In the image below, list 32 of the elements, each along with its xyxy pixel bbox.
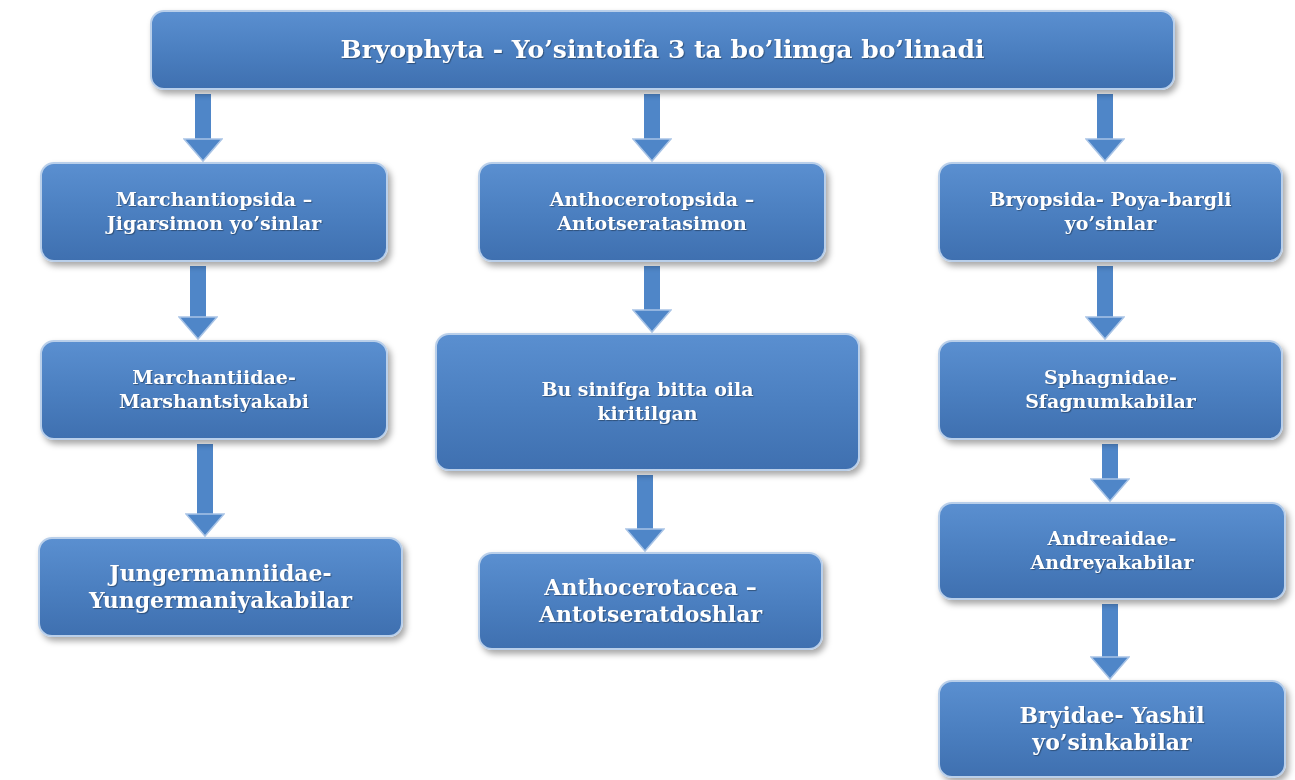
block-arrow xyxy=(625,475,665,552)
box-label: Marchantiopsida – Jigarsimon yo’sinlar xyxy=(104,188,323,236)
taxon-box xyxy=(40,340,388,440)
box-label: Bryopsida- Poya-bargli yo’sinlar xyxy=(988,188,1233,236)
box-label: Marchantiidae- Marshantsiyakabi xyxy=(118,366,310,414)
box-label: Andreaidae- Andreyakabilar xyxy=(1029,527,1195,575)
block-arrow xyxy=(1090,444,1130,502)
taxon-box xyxy=(938,340,1283,440)
box-label: Anthocerotacea – Antotseratdoshlar xyxy=(537,573,764,629)
block-arrow xyxy=(185,444,225,537)
taxon-box xyxy=(435,333,860,471)
taxon-box xyxy=(478,162,826,262)
box-label: Anthocerotopsida – Antotseratasimon xyxy=(548,188,756,236)
block-arrow xyxy=(1085,266,1125,340)
block-arrow xyxy=(632,94,672,162)
block-arrow xyxy=(1085,94,1125,162)
taxon-box xyxy=(38,537,403,637)
block-arrow xyxy=(183,94,223,162)
block-arrow xyxy=(178,266,218,340)
taxon-box xyxy=(938,162,1283,262)
box-label: Jungermanniidae- Yungermaniyakabilar xyxy=(87,559,354,615)
title-box xyxy=(150,10,1175,90)
taxon-box xyxy=(40,162,388,262)
box-label: Bu sinifga bitta oila kiritilgan xyxy=(540,378,755,426)
taxon-box xyxy=(478,552,823,650)
taxon-box xyxy=(938,502,1286,600)
block-arrow xyxy=(632,266,672,333)
box-label: Bryophyta - Yo’sintoifa 3 ta bo’limga bo’linadi xyxy=(340,34,985,66)
box-label: Sphagnidae- Sfagnumkabilar xyxy=(1024,366,1197,414)
block-arrow xyxy=(1090,604,1130,680)
box-label: Bryidae- Yashil yo’sinkabilar xyxy=(1018,701,1206,757)
taxon-box xyxy=(938,680,1286,778)
